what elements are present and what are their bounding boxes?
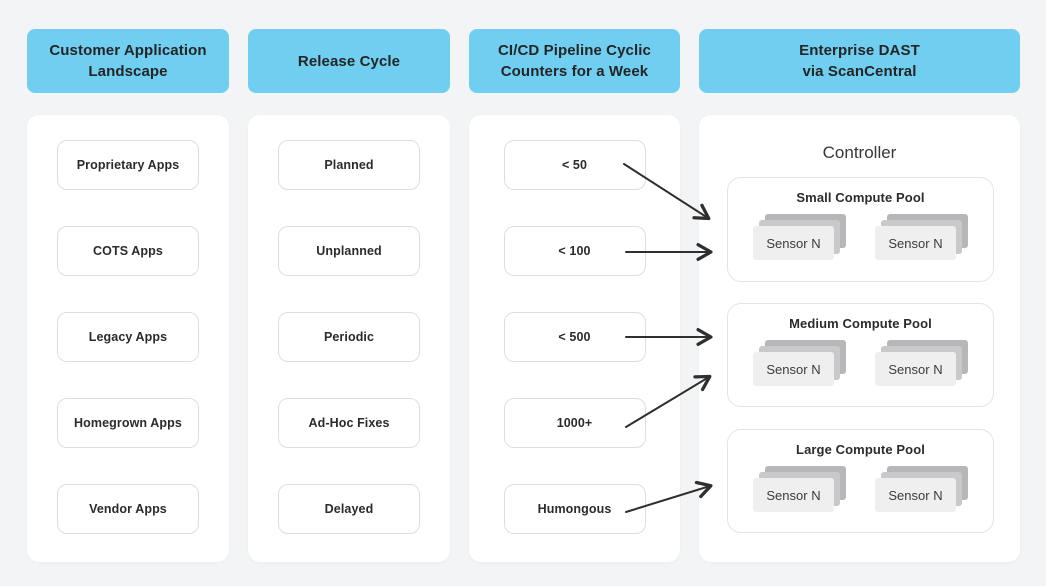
- sensor-card: Sensor N: [753, 478, 834, 512]
- release-item-periodic: Periodic: [278, 312, 420, 362]
- sensor-card: Sensor N: [875, 226, 956, 260]
- sensor-card: Sensor N: [753, 226, 834, 260]
- pool-title: Small Compute Pool: [796, 190, 925, 205]
- counter-item-lt-500: < 500: [503, 312, 646, 362]
- sensor-card: Sensor N: [875, 478, 956, 512]
- sensor-stack-row: Sensor N Sensor N: [753, 214, 968, 260]
- small-compute-pool: Small Compute Pool Sensor N Sensor N: [727, 177, 994, 282]
- column-header-cicd-pipeline-counters: CI/CD Pipeline Cyclic Counters for a Wee…: [469, 29, 680, 93]
- column-card-enterprise-dast: Controller Small Compute Pool Sensor N S…: [699, 115, 1020, 562]
- sensor-stack: Sensor N: [753, 466, 846, 512]
- pool-title: Medium Compute Pool: [789, 316, 932, 331]
- app-item-cots-apps: COTS Apps: [57, 226, 199, 276]
- app-item-legacy-apps: Legacy Apps: [57, 312, 199, 362]
- column-card-cicd-counters: < 50 < 100 < 500 1000+ Humongous: [469, 115, 680, 562]
- sensor-card: Sensor N: [875, 352, 956, 386]
- counter-item-lt-50: < 50: [503, 140, 646, 190]
- medium-compute-pool: Medium Compute Pool Sensor N Sensor N: [727, 303, 994, 407]
- sensor-stack: Sensor N: [875, 340, 968, 386]
- sensor-stack-row: Sensor N Sensor N: [753, 340, 968, 386]
- app-item-vendor-apps: Vendor Apps: [57, 484, 199, 534]
- column-card-release-cycle: Planned Unplanned Periodic Ad-Hoc Fixes …: [248, 115, 450, 562]
- release-item-unplanned: Unplanned: [278, 226, 420, 276]
- release-item-planned: Planned: [278, 140, 420, 190]
- release-item-delayed: Delayed: [278, 484, 420, 534]
- sensor-stack: Sensor N: [875, 466, 968, 512]
- sensor-stack: Sensor N: [875, 214, 968, 260]
- column-header-enterprise-dast: Enterprise DAST via ScanCentral: [699, 29, 1020, 93]
- sensor-stack-row: Sensor N Sensor N: [753, 466, 968, 512]
- pool-title: Large Compute Pool: [796, 442, 925, 457]
- sensor-card: Sensor N: [753, 352, 834, 386]
- release-item-ad-hoc-fixes: Ad-Hoc Fixes: [278, 398, 420, 448]
- sensor-stack: Sensor N: [753, 340, 846, 386]
- column-header-customer-application-landscape: Customer Application Landscape: [27, 29, 229, 93]
- counter-item-lt-100: < 100: [503, 226, 646, 276]
- column-card-customer-application-landscape: Proprietary Apps COTS Apps Legacy Apps H…: [27, 115, 229, 562]
- counter-item-humongous: Humongous: [503, 484, 646, 534]
- sensor-stack: Sensor N: [753, 214, 846, 260]
- large-compute-pool: Large Compute Pool Sensor N Sensor N: [727, 429, 994, 533]
- app-item-homegrown-apps: Homegrown Apps: [57, 398, 199, 448]
- app-item-proprietary-apps: Proprietary Apps: [57, 140, 199, 190]
- column-header-release-cycle: Release Cycle: [248, 29, 450, 93]
- controller-label: Controller: [822, 143, 897, 162]
- counter-item-1000-plus: 1000+: [503, 398, 646, 448]
